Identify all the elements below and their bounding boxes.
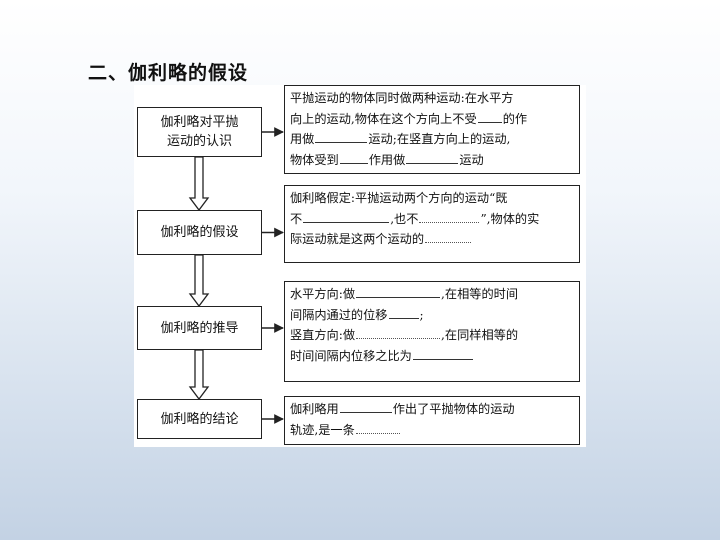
text-run: 作用做 [368,152,406,167]
text-run: ,在同样相等的 [441,328,519,342]
fill-in-blank [339,150,368,164]
step-text-line: 际运动就是这两个运动的 [290,229,574,250]
text-run: ,也不 [390,211,419,226]
fill-in-blank [412,346,473,360]
text-run: 水平方向:做 [290,287,356,301]
step-label-line: 伽利略的假设 [160,225,239,240]
text-run: 不 [290,211,303,226]
text-run: 的作 [502,111,528,126]
step-text-line: 轨迹,是一条 [290,420,574,441]
text-run: ; [419,307,424,322]
step-label-line: 伽利略对平抛 [160,115,239,130]
step-label-derivation: 伽利略的推导 [137,306,262,350]
text-run: 轨迹,是一条 [290,422,355,437]
text-run: 运动;在竖直方向上的运动, [368,132,511,146]
step-label-text: 伽利略的假设 [160,223,238,242]
fill-in-blank [419,209,480,223]
fill-in-blank [339,399,392,413]
text-run: 用做 [290,132,315,146]
step-label-line: 伽利略的结论 [160,411,239,427]
down-arrow [188,349,210,401]
step-text-line: 时间间隔内位移之比为 [290,346,574,367]
text-run: 时间间隔内位移之比为 [290,348,412,363]
down-arrow [188,156,210,212]
step-text-line: 平抛运动的物体同时做两种运动:在水平方 [290,88,574,109]
step-text-line: 物体受到 作用做 运动 [290,150,574,171]
step-text-line: 伽利略用 作出了平抛物体的运动 [290,399,574,420]
step-label-text: 伽利略的结论 [160,410,238,429]
fill-in-blank [303,209,390,223]
flowchart: 伽利略对平抛运动的认识 平抛运动的物体同时做两种运动:在水平方向上的运动,物体在… [134,85,586,447]
fill-in-blank [477,109,502,123]
text-run: 伽利略用 [290,402,339,416]
flowchart-connectors [188,127,284,424]
step-text-line: 向上的运动,物体在这个方向上不受 的作 [290,109,574,130]
step-text-conclusion: 伽利略用 作出了平抛物体的运动轨迹,是一条 [284,396,580,445]
step-label-recognition: 伽利略对平抛运动的认识 [137,107,262,157]
text-run: 伽利略假定:平抛运动两个方向的运动“既 [290,191,508,205]
text-run: 物体受到 [290,152,339,167]
step-text-line: 用做 运动;在竖直方向上的运动, [290,129,574,150]
down-arrow [188,254,210,308]
step-text-line: 伽利略假定:平抛运动两个方向的运动“既 [290,188,574,209]
step-label-text: 伽利略对平抛运动的认识 [160,113,238,151]
step-text-line: 水平方向:做 ,在相等的时间 [290,284,574,305]
text-run: ,在相等的时间 [441,287,519,301]
fill-in-blank [356,325,441,339]
step-label-conclusion: 伽利略的结论 [137,399,262,439]
step-label-line: 运动的认识 [166,134,232,149]
fill-in-blank [388,305,419,319]
step-label-hypothesis: 伽利略的假设 [137,210,262,255]
step-label-line: 伽利略的推导 [160,320,239,336]
step-text-line: 间隔内通过的位移; [290,305,574,326]
text-run: 运动 [459,152,484,167]
step-text-line: 不 ,也不 ”,物体的实 [290,209,574,230]
text-run: 竖直方向:做 [290,328,356,342]
text-run: 平抛运动的物体同时做两种运动:在水平方 [290,91,514,105]
step-text-recognition: 平抛运动的物体同时做两种运动:在水平方向上的运动,物体在这个方向上不受的作用做运… [284,85,580,174]
section-heading: 二、伽利略的假设 [88,62,249,84]
step-text-line: 竖直方向:做 ,在同样相等的 [290,325,574,346]
fill-in-blank [356,284,441,298]
text-run: 向上的运动,物体在这个方向上不受 [290,111,477,126]
text-run: ”,物体的实 [480,211,540,226]
step-text-hypothesis: 伽利略假定:平抛运动两个方向的运动“既不 ,也不 ”,物体的实际运动就是这两个运动的 [284,185,580,263]
text-run: 际运动就是这两个运动的 [290,232,425,246]
text-run: 间隔内通过的位移 [290,307,388,322]
fill-in-blank [406,150,459,164]
fill-in-blank [315,129,368,143]
step-text-derivation: 水平方向:做 ,在相等的时间间隔内通过的位移; 竖直方向:做 ,在同样相等的时间间隔内… [284,281,580,382]
fill-in-blank [355,420,400,434]
step-label-text: 伽利略的推导 [160,319,238,338]
text-run: 作出了平抛物体的运动 [392,402,515,416]
fill-in-blank [425,229,472,243]
